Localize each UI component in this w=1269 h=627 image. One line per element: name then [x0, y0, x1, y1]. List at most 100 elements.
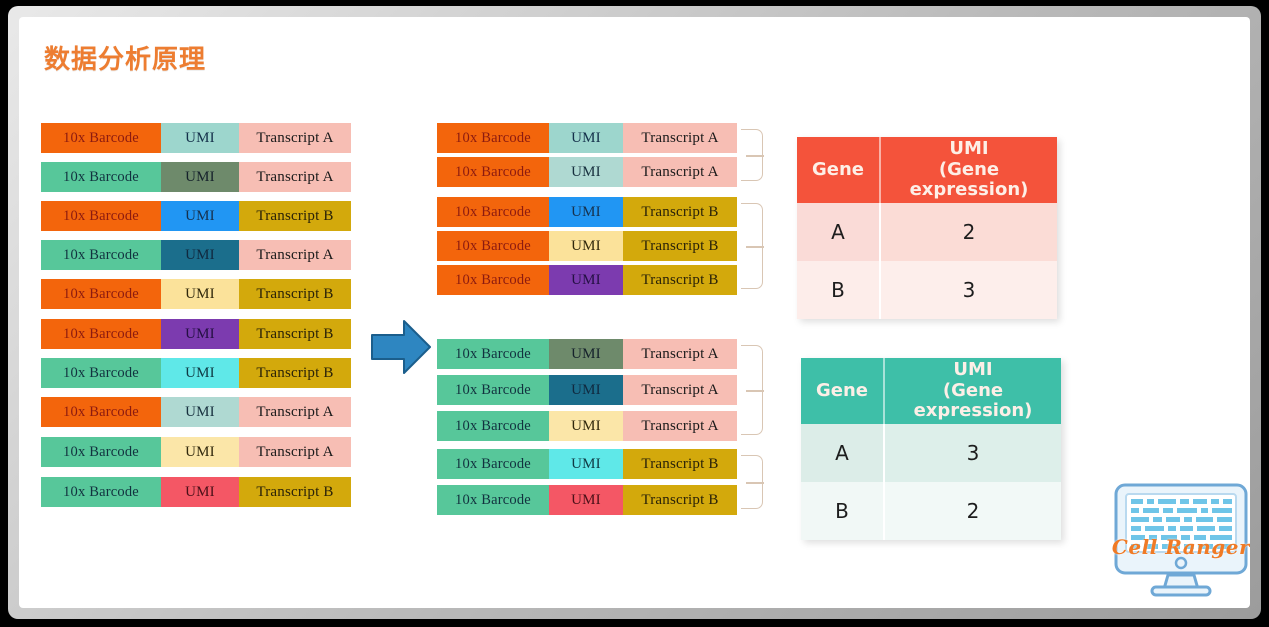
transcript-segment: Transcript A	[623, 411, 737, 441]
barcode-segment: 10x Barcode	[437, 449, 549, 479]
umi-segment: UMI	[161, 123, 239, 153]
umi-segment: UMI	[161, 162, 239, 192]
umi-segment: UMI	[161, 397, 239, 427]
umi-segment: UMI	[549, 197, 623, 227]
transcript-segment: Transcript B	[623, 231, 737, 261]
transcript-segment: Transcript B	[623, 197, 737, 227]
transcript-segment: Transcript A	[623, 123, 737, 153]
transcript-segment: Transcript B	[239, 279, 351, 309]
barcode-segment: 10x Barcode	[437, 197, 549, 227]
page-title: 数据分析原理	[44, 45, 207, 75]
barcode-segment: 10x Barcode	[41, 319, 161, 349]
table-header-umi-line1: UMI	[949, 137, 989, 159]
transcript-segment: Transcript A	[623, 375, 737, 405]
umi-segment: UMI	[549, 123, 623, 153]
group-bracket	[741, 345, 764, 435]
transcript-segment: Transcript B	[239, 358, 351, 388]
barcode-segment: 10x Barcode	[41, 123, 161, 153]
monitor-icon	[1114, 483, 1248, 597]
barcode-segment: 10x Barcode	[437, 231, 549, 261]
table-row: B 3	[797, 261, 1057, 319]
barcode-segment: 10x Barcode	[437, 339, 549, 369]
barcode-segment: 10x Barcode	[41, 201, 161, 231]
umi-segment: UMI	[161, 279, 239, 309]
table-header-umi: UMI (Gene expression)	[879, 137, 1057, 203]
barcode-segment: 10x Barcode	[41, 437, 161, 467]
table-header-umi-line2: (Gene expression)	[913, 379, 1033, 422]
cell-umi: 3	[879, 261, 1057, 319]
cell-umi: 2	[883, 482, 1061, 540]
table-row: B 2	[801, 482, 1061, 540]
barcode-segment: 10x Barcode	[437, 485, 549, 515]
table-row: A 2	[797, 203, 1057, 261]
transcript-segment: Transcript A	[239, 397, 351, 427]
gene-expression-table-cell2: Gene UMI (Gene expression) A 3 B 2	[801, 358, 1061, 540]
transcript-segment: Transcript A	[239, 240, 351, 270]
table-header-row: Gene UMI (Gene expression)	[797, 137, 1057, 203]
barcode-segment: 10x Barcode	[41, 397, 161, 427]
umi-segment: UMI	[549, 231, 623, 261]
flow-arrow-right-icon	[368, 315, 434, 379]
barcode-segment: 10x Barcode	[437, 411, 549, 441]
cell-gene: B	[801, 482, 883, 540]
transcript-segment: Transcript B	[239, 319, 351, 349]
umi-segment: UMI	[161, 319, 239, 349]
barcode-segment: 10x Barcode	[41, 477, 161, 507]
group-bracket	[741, 203, 764, 289]
cell-gene: B	[797, 261, 879, 319]
cell-gene: A	[797, 203, 879, 261]
transcript-segment: Transcript B	[239, 477, 351, 507]
transcript-segment: Transcript B	[623, 449, 737, 479]
cell-gene: A	[801, 424, 883, 482]
barcode-segment: 10x Barcode	[437, 265, 549, 295]
barcode-segment: 10x Barcode	[41, 240, 161, 270]
umi-segment: UMI	[549, 339, 623, 369]
cell-ranger-logo: Cell Ranger	[1106, 479, 1250, 599]
table-header-umi: UMI (Gene expression)	[883, 358, 1061, 424]
umi-segment: UMI	[549, 449, 623, 479]
transcript-segment: Transcript B	[239, 201, 351, 231]
table-header-gene: Gene	[811, 158, 864, 180]
barcode-segment: 10x Barcode	[41, 358, 161, 388]
umi-segment: UMI	[161, 358, 239, 388]
table-header-gene: Gene	[815, 379, 868, 401]
umi-segment: UMI	[161, 201, 239, 231]
transcript-segment: Transcript A	[623, 339, 737, 369]
transcript-segment: Transcript A	[623, 157, 737, 187]
barcode-segment: 10x Barcode	[41, 279, 161, 309]
umi-segment: UMI	[161, 477, 239, 507]
transcript-segment: Transcript B	[623, 265, 737, 295]
umi-segment: UMI	[549, 485, 623, 515]
table-header-row: Gene UMI (Gene expression)	[801, 358, 1061, 424]
barcode-segment: 10x Barcode	[437, 157, 549, 187]
umi-segment: UMI	[161, 437, 239, 467]
table-row: A 3	[801, 424, 1061, 482]
transcript-segment: Transcript A	[239, 162, 351, 192]
barcode-segment: 10x Barcode	[437, 375, 549, 405]
barcode-segment: 10x Barcode	[437, 123, 549, 153]
barcode-segment: 10x Barcode	[41, 162, 161, 192]
umi-segment: UMI	[549, 375, 623, 405]
umi-segment: UMI	[549, 265, 623, 295]
umi-segment: UMI	[549, 411, 623, 441]
